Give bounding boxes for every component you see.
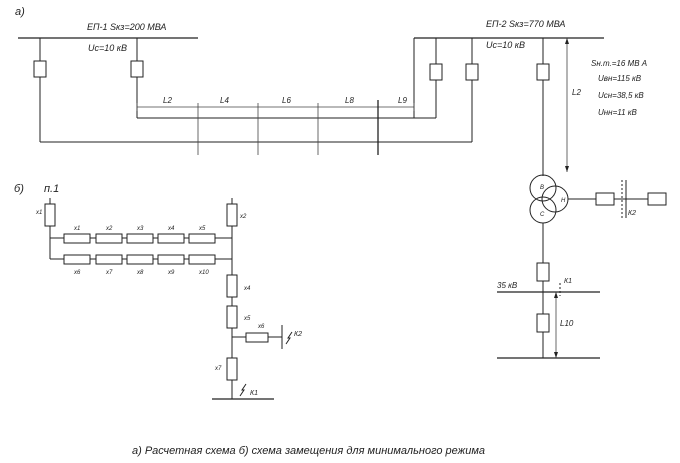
breaker-f3 <box>429 63 443 81</box>
x-branch-label: x6 <box>257 324 265 330</box>
resistor-x-mid2 <box>226 305 238 329</box>
x-bot-label-4: x9 <box>167 270 175 276</box>
x-top-label-4: x4 <box>167 226 175 232</box>
breaker-f4 <box>465 63 479 81</box>
x-mid2-label: x5 <box>243 316 251 322</box>
sys1-voltage-label: Uс=10 кВ <box>88 43 127 53</box>
breaker-f1 <box>33 60 47 78</box>
resistor-x-right-top <box>226 203 238 227</box>
trafo-snom-label: Sн.т.=16 МВ А <box>591 59 647 68</box>
resistor-bot-2 <box>95 254 123 265</box>
resistor-x-left <box>44 203 56 227</box>
winding-s-label: С <box>540 212 545 218</box>
line-l9-label: L9 <box>398 96 407 105</box>
resistor-x-mid1 <box>226 274 238 298</box>
resistor-x-branch <box>245 332 269 343</box>
line-l2-label: L2 <box>163 96 172 105</box>
x-top-label-3: x3 <box>136 226 144 232</box>
trafo-usn-label: Uсн=38,5 кВ <box>598 91 644 100</box>
resistor-bot-3 <box>126 254 154 265</box>
load-lv <box>647 192 667 206</box>
x-bottom-label: x7 <box>214 366 222 372</box>
line-l6-label: L6 <box>282 96 291 105</box>
x-mid1-label: x4 <box>243 286 251 292</box>
k2-label-b: К2 <box>294 331 302 338</box>
part-b-label: б) <box>14 183 24 195</box>
line-l8-label: L8 <box>345 96 354 105</box>
x-bot-label-3: x8 <box>136 270 144 276</box>
breaker-trafo <box>536 63 550 81</box>
trafo-unn-label: Uнн=11 кВ <box>598 108 638 117</box>
x-top-label-2: x2 <box>105 226 113 232</box>
resistor-bot-1 <box>63 254 91 265</box>
resistor-x-bottom <box>226 357 238 381</box>
breaker-f2 <box>130 60 144 78</box>
x-right-top-label: x2 <box>239 214 247 220</box>
line-l4-label: L4 <box>220 96 229 105</box>
winding-n-label: Н <box>561 198 566 204</box>
sys1-power-label: ЕП-1 Sкз=200 МВА <box>87 22 166 32</box>
x-top-label-1: x1 <box>73 226 80 232</box>
k1-label-a: К1 <box>564 278 572 285</box>
resistor-top-2 <box>95 233 123 244</box>
resistor-top-5 <box>188 233 216 244</box>
breaker-load <box>536 313 550 333</box>
fault-arrow-k2 <box>285 331 293 345</box>
trafo-uvn-label: Uвн=115 кВ <box>598 74 642 83</box>
sys2-voltage-label: Uс=10 кВ <box>486 40 525 50</box>
resistor-top-1 <box>63 233 91 244</box>
diagram-caption: а) Расчетная схема б) схема замещения дл… <box>132 445 485 457</box>
breaker-mv <box>536 262 550 282</box>
sub-b-label: п.1 <box>44 183 59 195</box>
part-a-label: а) <box>15 6 25 18</box>
sys2-power-label: ЕП-2 Sкз=770 МВА <box>486 19 565 29</box>
x-bot-label-2: x7 <box>105 270 113 276</box>
line-l10-label: L10 <box>560 319 574 328</box>
breaker-lv <box>595 192 615 206</box>
winding-v-label: В <box>540 185 544 191</box>
resistor-bot-5 <box>188 254 216 265</box>
x-top-label-5: x5 <box>198 226 206 232</box>
resistor-top-3 <box>126 233 154 244</box>
bus-35-label: 35 кВ <box>497 281 518 290</box>
resistor-bot-4 <box>157 254 185 265</box>
x-left-label: x1 <box>35 210 42 216</box>
x-bot-label-1: x6 <box>73 270 81 276</box>
fault-arrow-k1 <box>239 383 247 397</box>
x-bot-label-5: x10 <box>198 270 209 276</box>
k1-label-b: К1 <box>250 390 258 397</box>
resistor-top-4 <box>157 233 185 244</box>
k2-label-a: К2 <box>628 210 636 217</box>
line-lr-label: L2 <box>572 88 581 97</box>
